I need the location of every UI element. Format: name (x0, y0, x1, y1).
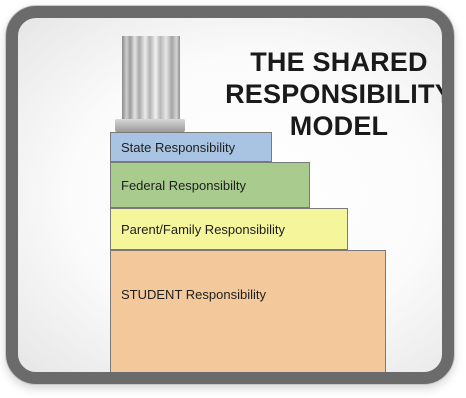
title-line-1: THE SHARED (250, 47, 428, 77)
greek-column-icon (122, 36, 180, 120)
federal-responsibility-label: Federal Responsibilty (121, 177, 247, 193)
state-responsibility-step: State Responsibility (110, 132, 272, 162)
parent-family-responsibility-step: Parent/Family Responsibility (110, 208, 348, 250)
federal-responsibility-step: Federal Responsibilty (110, 162, 310, 208)
diagram-title: THE SHARED RESPONSIBILITY MODEL (204, 46, 453, 142)
title-line-3: MODEL (289, 111, 389, 141)
state-responsibility-label: State Responsibility (121, 139, 236, 155)
student-responsibility-step: STUDENT Responsibility (110, 250, 386, 372)
title-line-2: RESPONSIBILITY (225, 79, 453, 109)
rounded-frame: THE SHARED RESPONSIBILITY MODEL STUDENT … (6, 6, 454, 384)
parent-family-responsibility-label: Parent/Family Responsibility (121, 221, 286, 237)
student-responsibility-label: STUDENT Responsibility (121, 287, 266, 302)
column-base-icon (115, 119, 185, 132)
